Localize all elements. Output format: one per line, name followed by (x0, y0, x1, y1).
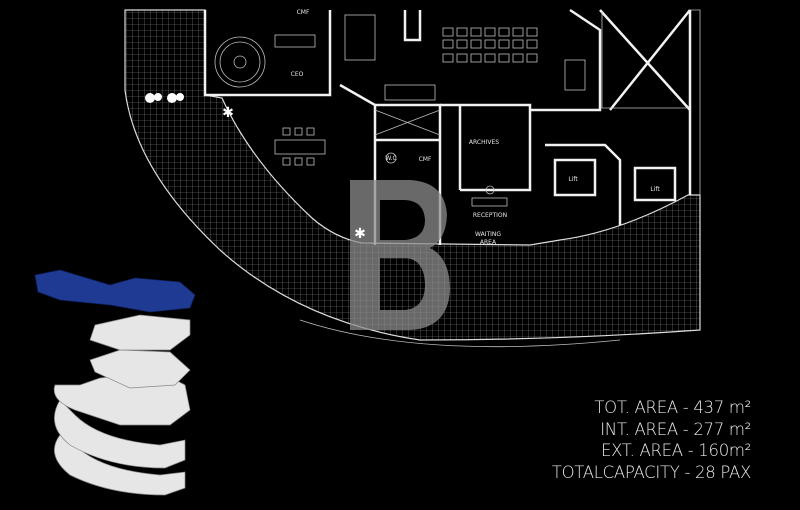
plant-icons: ✱ (145, 93, 234, 121)
svg-text:✱: ✱ (222, 105, 234, 121)
watermark-logo (350, 180, 450, 330)
terrace (124, 9, 701, 341)
building-stack-3d (34, 269, 196, 496)
internal-area: INT. AREA - 277 m² (600, 419, 751, 439)
total-area: TOT. AREA - 437 m² (594, 398, 751, 417)
room-label-cmf-top: CMF (297, 9, 310, 16)
furniture (214, 14, 586, 207)
room-label-reception: RECEPTION (473, 212, 507, 219)
room-label-lift-1: Lift (568, 176, 578, 183)
room-label-wc: W.C (385, 155, 396, 162)
room-label-lift-2: Lift (650, 186, 660, 193)
outer-edge (299, 319, 621, 348)
svg-text:✱: ✱ (354, 226, 366, 242)
external-area: EXT. AREA - 160m² (600, 441, 751, 460)
total-capacity: TOTALCAPACITY - 28 PAX (551, 462, 751, 482)
plant-icon-entrance: ✱ (354, 226, 366, 242)
room-label-area: AREA (480, 239, 497, 246)
highlighted-floor (34, 269, 196, 313)
room-label-cmf: CMF (419, 156, 432, 163)
room-label-ceo: CEO (291, 71, 304, 78)
room-label-archives: ARCHIVES (469, 139, 499, 146)
area-stats: TOT. AREA - 437 m² INT. AREA - 277 m² EX… (552, 397, 751, 483)
room-label-waiting: WAITING (475, 231, 501, 238)
right-terrace-edge (690, 9, 701, 195)
